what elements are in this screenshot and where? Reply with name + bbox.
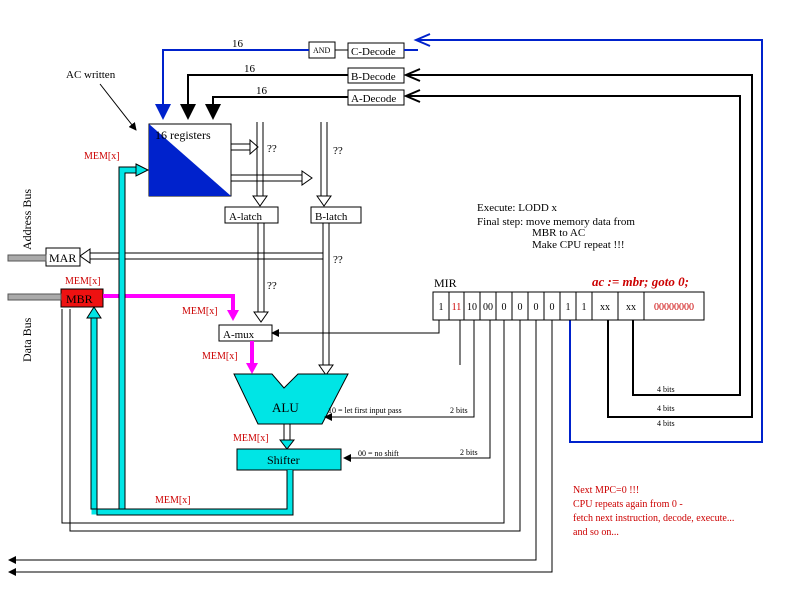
mem-alu-out-label: MEM[x] bbox=[233, 433, 269, 444]
execute-line-3: MBR to AC bbox=[532, 227, 585, 239]
next-mpc-line-3: fetch next instruction, decode, execute.… bbox=[573, 513, 734, 524]
a-latch-box bbox=[224, 206, 279, 224]
registers-label: 16 registers bbox=[155, 128, 211, 142]
alu-label: ALU bbox=[272, 400, 299, 415]
and-gate-label: AND bbox=[313, 46, 331, 55]
mir-field-value: 1 bbox=[582, 302, 587, 313]
a-mux-label: A-mux bbox=[223, 329, 255, 341]
mir-cell bbox=[643, 291, 705, 321]
mbr-to-amux-path bbox=[103, 294, 235, 312]
mem-shifter-out-label: MEM[x] bbox=[155, 495, 191, 506]
latch-output-buses bbox=[253, 223, 334, 376]
mir-field-value: 00 bbox=[483, 302, 493, 313]
mir-control-lines bbox=[12, 309, 553, 573]
alu-bits-label: 2 bits bbox=[450, 406, 468, 415]
mem-mbr-label: MEM[x] bbox=[65, 276, 101, 287]
mir-field-value: xx bbox=[600, 302, 610, 313]
microinstruction-text: ac := mbr; goto 0; bbox=[592, 274, 689, 289]
execute-line-2: Final step: move memory data from bbox=[477, 216, 635, 228]
c-width-label: 16 bbox=[232, 38, 244, 50]
c-bus-line bbox=[155, 49, 309, 120]
a-decode-control-line bbox=[403, 89, 741, 396]
shifter-bits-label: 2 bits bbox=[460, 448, 478, 457]
mir-label: MIR bbox=[434, 276, 457, 290]
register-output-buses bbox=[231, 122, 332, 207]
mir-cell bbox=[617, 291, 645, 321]
alu-to-shifter-bus bbox=[283, 424, 291, 440]
execute-line-4: Make CPU repeat !!! bbox=[532, 239, 625, 251]
mir-field-value: 1 bbox=[439, 302, 444, 313]
mar-input-bus bbox=[79, 248, 323, 264]
mir-field-value: xx bbox=[626, 302, 636, 313]
address-bus-stub bbox=[7, 254, 47, 262]
b-width-label: 16 bbox=[244, 63, 256, 75]
mar-label: MAR bbox=[49, 251, 76, 265]
a-latch-label: A-latch bbox=[229, 211, 262, 223]
mir-field-value: 0 bbox=[518, 302, 523, 313]
unknown-1: ?? bbox=[267, 143, 277, 155]
alu-shape bbox=[233, 373, 349, 425]
shifter-writeback-path bbox=[91, 167, 293, 515]
b-bus-line bbox=[180, 74, 348, 120]
shifter-label: Shifter bbox=[267, 453, 300, 467]
mir-field-value: 0 bbox=[550, 302, 555, 313]
mir-cell bbox=[591, 291, 619, 321]
next-mpc-line-2: CPU repeats again from 0 - bbox=[573, 499, 683, 510]
a-width-label: 16 bbox=[256, 85, 268, 97]
data-bus-stub bbox=[7, 293, 62, 301]
c-decode-control-line bbox=[413, 33, 763, 443]
unknown-4: ?? bbox=[333, 254, 343, 266]
a-bus-line bbox=[205, 96, 348, 120]
ac-written-label: AC written bbox=[66, 69, 116, 81]
mir-field-value: 0 bbox=[502, 302, 507, 313]
c-bits-label: 4 bits bbox=[657, 419, 675, 428]
mir-field-value: 1 bbox=[566, 302, 571, 313]
mem-amux-in-label: MEM[x] bbox=[182, 306, 218, 317]
b-decode-label: B-Decode bbox=[351, 71, 396, 83]
unknown-2: ?? bbox=[333, 145, 343, 157]
mir-field-value: 10 bbox=[467, 302, 477, 313]
b-latch-box bbox=[310, 206, 362, 224]
mbr-label: MBR bbox=[66, 292, 93, 306]
shifter-ctrl-label: 00 = no shift bbox=[358, 449, 400, 458]
mem-amux-out-label: MEM[x] bbox=[202, 351, 238, 362]
b-decode-control-line bbox=[403, 68, 753, 418]
alu-ctrl-label: 10 = let first input pass bbox=[328, 406, 402, 415]
a-decode-label: A-Decode bbox=[351, 93, 396, 105]
mir-field-value: 11 bbox=[452, 302, 462, 313]
ac-register-highlight bbox=[149, 124, 231, 196]
mir-field-value: 0 bbox=[534, 302, 539, 313]
b-bits-label: 4 bits bbox=[657, 404, 675, 413]
execute-line-1: Execute: LODD x bbox=[477, 202, 558, 214]
mir-field-value: 00000000 bbox=[654, 302, 694, 313]
data-bus-label: Data Bus bbox=[20, 317, 34, 362]
mem-register-label: MEM[x] bbox=[84, 151, 120, 162]
next-mpc-line-1: Next MPC=0 !!! bbox=[573, 485, 639, 496]
next-mpc-line-4: and so on... bbox=[573, 527, 619, 538]
a-bits-label: 4 bits bbox=[657, 385, 675, 394]
c-decode-label: C-Decode bbox=[351, 46, 396, 58]
address-bus-label: Address Bus bbox=[20, 189, 34, 250]
b-latch-label: B-latch bbox=[315, 211, 348, 223]
unknown-3: ?? bbox=[267, 280, 277, 292]
